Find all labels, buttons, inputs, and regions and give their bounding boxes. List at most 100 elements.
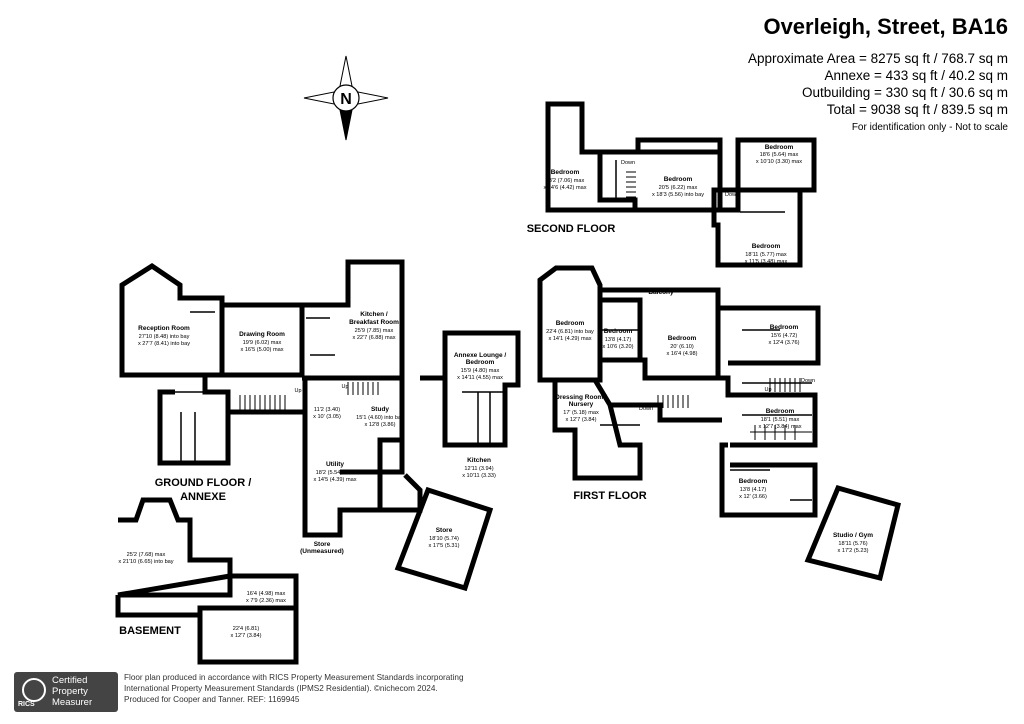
property-title: Overleigh, Street, BA16 <box>763 14 1008 39</box>
svg-text:x 14'1 (4.29) max: x 14'1 (4.29) max <box>548 336 591 342</box>
stair-down-label: Down <box>621 160 635 166</box>
svg-text:13'8 (4.17): 13'8 (4.17) <box>605 337 632 343</box>
studio-walls <box>804 484 902 582</box>
svg-text:Kitchen: Kitchen <box>467 457 491 464</box>
room-utility: Utility 18'2 (5.54) max x 14'5 (4.39) ma… <box>313 461 356 483</box>
room-ff-bedroom-4: Bedroom 15'6 (4.72) x 12'4 (3.76) <box>769 324 800 346</box>
svg-text:Bedroom: Bedroom <box>765 144 794 151</box>
svg-text:18'10 (5.74): 18'10 (5.74) <box>429 536 459 542</box>
svg-text:27'10 (8.48) into bay: 27'10 (8.48) into bay <box>139 334 190 340</box>
svg-text:Bedroom: Bedroom <box>664 176 693 183</box>
room-basement-3: 22'4 (6.81) x 12'7 (3.84) <box>231 626 262 639</box>
badge-line: Certified <box>52 675 88 686</box>
area-line: Outbuilding = 330 sq ft / 30.6 sq m <box>801 85 1008 100</box>
svg-text:x 10'6 (3.20): x 10'6 (3.20) <box>603 344 634 350</box>
svg-text:x 27'7 (8.41) into bay: x 27'7 (8.41) into bay <box>138 341 190 347</box>
svg-text:Bedroom: Bedroom <box>466 359 495 366</box>
svg-text:x 16'4 (4.98): x 16'4 (4.98) <box>667 351 698 357</box>
svg-text:22'4 (6.81) into bay: 22'4 (6.81) into bay <box>546 329 594 335</box>
svg-text:(Unmeasured): (Unmeasured) <box>300 548 344 555</box>
stair-down-label: Down <box>801 378 815 384</box>
svg-text:Bedroom: Bedroom <box>766 408 795 415</box>
svg-text:13'8 (4.17): 13'8 (4.17) <box>740 487 767 493</box>
svg-text:17' (5.18) max: 17' (5.18) max <box>563 410 599 416</box>
svg-text:Breakfast Room: Breakfast Room <box>349 319 399 326</box>
svg-text:x 14'6 (4.42) max: x 14'6 (4.42) max <box>543 185 586 191</box>
svg-text:20'5 (6.22) max: 20'5 (6.22) max <box>659 185 698 191</box>
room-store-unmeasured: Store (Unmeasured) <box>300 541 344 555</box>
svg-text:x 11'5 (3.48) max: x 11'5 (3.48) max <box>745 259 788 265</box>
footer-line: International Property Measurement Stand… <box>124 684 438 693</box>
svg-text:Bedroom: Bedroom <box>739 478 768 485</box>
room-ff-bedroom-1: Bedroom 22'4 (6.81) into bay x 14'1 (4.2… <box>546 320 594 342</box>
room-drawing: Drawing Room 19'9 (6.02) max x 16'5 (5.0… <box>239 331 285 353</box>
footer-disclaimer: Floor plan produced in accordance with R… <box>124 672 464 705</box>
room-sf-bedroom-1: Bedroom 23'2 (7.06) max x 14'6 (4.42) ma… <box>543 169 586 191</box>
room-annexe-lounge: Annexe Lounge / Bedroom 15'9 (4.80) max … <box>454 352 507 381</box>
compass-north-label: N <box>340 91 352 108</box>
ground-store-walls <box>394 486 494 592</box>
svg-text:Bedroom: Bedroom <box>556 320 585 327</box>
area-line: Annexe = 433 sq ft / 40.2 sq m <box>824 68 1009 83</box>
svg-text:x 14'5 (4.39) max: x 14'5 (4.39) max <box>313 477 356 483</box>
scale-note: For identification only - Not to scale <box>851 122 1008 133</box>
svg-text:Store: Store <box>314 541 331 548</box>
stair-down-label: Down <box>639 406 653 412</box>
annexe-label: ANNEXE <box>180 491 226 503</box>
badge-line: Measurer <box>52 697 93 708</box>
room-ff-bedroom-2: Bedroom 13'8 (4.17) x 10'6 (3.20) <box>603 328 634 350</box>
footer-line: Produced for Cooper and Tanner. REF: 116… <box>124 695 300 704</box>
svg-text:15'9 (4.80) max: 15'9 (4.80) max <box>461 368 500 374</box>
svg-text:12'11 (3.94): 12'11 (3.94) <box>464 466 493 472</box>
svg-text:25'9 (7.85) max: 25'9 (7.85) max <box>355 328 394 334</box>
svg-text:Nursery: Nursery <box>569 401 594 408</box>
second-floor-walls <box>545 101 817 268</box>
svg-text:x 14'11 (4.55) max: x 14'11 (4.55) max <box>457 375 503 381</box>
svg-text:x 12'8 (3.86): x 12'8 (3.86) <box>365 422 396 428</box>
room-kitchen-breakfast: Kitchen / Breakfast Room 25'9 (7.85) max… <box>349 311 399 341</box>
stair-up-label: Up <box>294 388 301 394</box>
rics-certified-badge: RICS Certified Property Measurer <box>14 672 118 712</box>
svg-text:15'6 (4.72): 15'6 (4.72) <box>771 333 798 339</box>
svg-text:x 12'7 (3.84) max: x 12'7 (3.84) max <box>758 424 801 430</box>
room-dressing-nursery: Dressing Room / Nursery 17' (5.18) max x… <box>555 394 607 423</box>
svg-text:18'6 (5.64) max: 18'6 (5.64) max <box>760 152 799 158</box>
svg-text:Drawing Room: Drawing Room <box>239 331 285 338</box>
svg-text:Dressing Room /: Dressing Room / <box>555 394 607 401</box>
basement-walls <box>115 497 299 665</box>
room-reception: Reception Room 27'10 (8.48) into bay x 2… <box>138 325 190 347</box>
svg-text:x 12'4 (3.76): x 12'4 (3.76) <box>769 340 800 346</box>
svg-text:15'1 (4.60) into bay: 15'1 (4.60) into bay <box>356 415 404 421</box>
svg-text:11'2 (3.40): 11'2 (3.40) <box>314 407 340 413</box>
ground-floor-label: GROUND FLOOR / <box>155 477 252 489</box>
second-floor-label: SECOND FLOOR <box>527 223 616 235</box>
balcony-label: Balcony <box>648 289 674 296</box>
svg-text:Reception Room: Reception Room <box>138 325 190 332</box>
svg-text:x 12' (3.66): x 12' (3.66) <box>739 494 767 500</box>
svg-text:Bedroom: Bedroom <box>604 328 633 335</box>
svg-text:x 12'7 (3.84): x 12'7 (3.84) <box>231 633 262 639</box>
room-ff-bedroom-5: Bedroom 18'1 (5.51) max x 12'7 (3.84) ma… <box>758 408 801 430</box>
svg-text:Bedroom: Bedroom <box>551 169 580 176</box>
svg-text:Study: Study <box>371 406 389 413</box>
room-store: Store 18'10 (5.74) x 17'5 (5.31) <box>429 527 460 549</box>
room-basement-2: 16'4 (4.98) max x 7'9 (2.36) max <box>246 591 286 604</box>
room-study: Study 15'1 (4.60) into bay x 12'8 (3.86) <box>356 406 404 428</box>
svg-text:Kitchen /: Kitchen / <box>360 311 388 318</box>
svg-text:18'11 (5.76): 18'11 (5.76) <box>838 541 867 547</box>
svg-text:Store: Store <box>436 527 453 534</box>
svg-text:Bedroom: Bedroom <box>752 243 781 250</box>
svg-text:18'11 (5.77) max: 18'11 (5.77) max <box>745 252 787 258</box>
svg-text:19'9 (6.02) max: 19'9 (6.02) max <box>243 340 282 346</box>
svg-text:20' (6.10): 20' (6.10) <box>670 344 694 350</box>
svg-text:x 21'10 (6.65) into bay: x 21'10 (6.65) into bay <box>118 559 173 565</box>
svg-text:22'4 (6.81): 22'4 (6.81) <box>233 626 260 632</box>
room-sf-bedroom-4: Bedroom 18'11 (5.77) max x 11'5 (3.48) m… <box>745 243 788 265</box>
svg-text:x 16'5 (5.00) max: x 16'5 (5.00) max <box>240 347 283 353</box>
room-sf-bedroom-2: Bedroom 20'5 (6.22) max x 18'3 (5.56) in… <box>652 176 704 198</box>
footer-line: Floor plan produced in accordance with R… <box>124 673 464 682</box>
room-hall: 11'2 (3.40) x 10' (3.05) <box>313 407 341 420</box>
svg-text:x 18'3 (5.56) into bay: x 18'3 (5.56) into bay <box>652 192 704 198</box>
svg-text:18'2 (5.54) max: 18'2 (5.54) max <box>316 470 355 476</box>
